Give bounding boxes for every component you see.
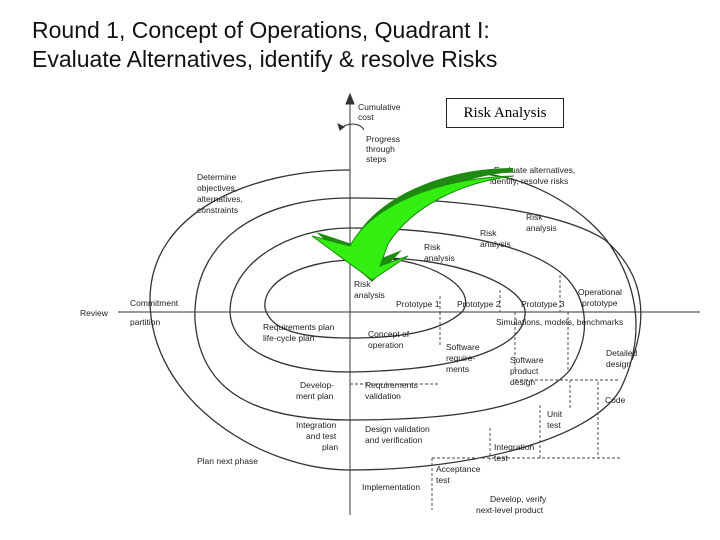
acceptance-test-label-1: Acceptance xyxy=(436,464,481,474)
progress-label-2: through xyxy=(366,144,395,154)
risk-analysis-3-label-2: analysis xyxy=(480,239,511,249)
cumulative-cost-label-1: Cumulative xyxy=(358,102,401,112)
software-product-design-label-3: design xyxy=(510,377,535,387)
concept-of-operation-label-1: Concept of xyxy=(368,329,410,339)
software-requirements-label-3: ments xyxy=(446,364,469,374)
prototype-3-label: Prototype 3 xyxy=(521,299,565,309)
risk-analysis-2-label-1: Risk xyxy=(424,242,441,252)
title-line-2: Evaluate Alternatives, identify & resolv… xyxy=(32,46,498,72)
detailed-design-label-2: design xyxy=(606,359,631,369)
title-line-1: Round 1, Concept of Operations, Quadrant… xyxy=(32,17,490,43)
software-product-design-label-2: product xyxy=(510,366,539,376)
requirements-validation-label-2: validation xyxy=(365,391,401,401)
partition-label: partition xyxy=(130,317,161,327)
unit-test-label-2: test xyxy=(547,420,561,430)
acceptance-test-label-2: test xyxy=(436,475,450,485)
step-dividers xyxy=(349,275,620,515)
integration-plan-label-2: and test xyxy=(306,431,337,441)
commitment-label: Commitment xyxy=(130,298,179,308)
prototype-1-label: Prototype 1 xyxy=(396,299,440,309)
evaluate-label-2: identify, resolve risks xyxy=(490,176,568,186)
requirements-plan-label-1: Requirements plan xyxy=(263,322,335,332)
development-plan-label-2: ment plan xyxy=(296,391,334,401)
develop-verify-label-2: next-level product xyxy=(476,505,544,515)
highlight-arrow xyxy=(311,168,515,282)
implementation-label: Implementation xyxy=(362,482,420,492)
operational-prototype-label-2: prototype xyxy=(582,298,618,308)
risk-analysis-2-label-2: analysis xyxy=(424,253,455,263)
risk-analysis-1-label-2: analysis xyxy=(354,290,385,300)
determine-label-1: Determine xyxy=(197,172,236,182)
software-requirements-label-1: Software xyxy=(446,342,480,352)
operational-prototype-label-1: Operational xyxy=(578,287,622,297)
integration-test-label-1: Integration xyxy=(494,442,534,452)
spiral-loop-2 xyxy=(229,227,561,373)
risk-analysis-1-label-1: Risk xyxy=(354,279,371,289)
simulations-label: Simulations, models, benchmarks xyxy=(496,317,623,327)
progress-label-3: steps xyxy=(366,154,386,164)
risk-analysis-4-label-2: analysis xyxy=(526,223,557,233)
risk-analysis-3-label-1: Risk xyxy=(480,228,497,238)
green-arrow-shadow xyxy=(316,168,513,282)
cumulative-cost-label-2: cost xyxy=(358,112,374,122)
risk-analysis-callout: Risk Analysis xyxy=(446,98,564,128)
unit-test-label-1: Unit xyxy=(547,409,563,419)
design-validation-label-2: and verification xyxy=(365,435,422,445)
software-requirements-label-2: require- xyxy=(446,353,475,363)
slide-title: Round 1, Concept of Operations, Quadrant… xyxy=(32,16,712,74)
progress-label-1: Progress xyxy=(366,134,400,144)
plan-next-phase-label: Plan next phase xyxy=(197,456,258,466)
develop-verify-label-1: Develop, verify xyxy=(490,494,547,504)
axis-arrowhead xyxy=(345,92,355,105)
spiral-loop-outer xyxy=(604,239,642,361)
integration-test-label-2: test xyxy=(494,453,508,463)
integration-plan-label-1: Integration xyxy=(296,420,336,430)
axes xyxy=(118,92,700,515)
requirements-plan-label-2: life-cycle plan xyxy=(263,333,315,343)
design-validation-label-1: Design validation xyxy=(365,424,430,434)
requirements-validation-label-1: Requirements xyxy=(365,380,418,390)
software-product-design-label-1: Software xyxy=(510,355,544,365)
development-plan-label-1: Develop- xyxy=(300,380,334,390)
risk-analysis-4-label-1: Risk xyxy=(526,212,543,222)
determine-label-3: alternatives, xyxy=(197,194,243,204)
green-arrow xyxy=(311,175,515,281)
prototype-2-label: Prototype 2 xyxy=(457,299,501,309)
determine-label-2: objectives, xyxy=(197,183,237,193)
detailed-design-label-1: Detailed xyxy=(606,348,637,358)
evaluate-label-1: Evaluate alternatives, xyxy=(494,165,575,175)
concept-of-operation-label-2: operation xyxy=(368,340,404,350)
progress-arrowhead xyxy=(337,123,345,131)
integration-plan-label-3: plan xyxy=(322,442,338,452)
code-label: Code xyxy=(605,395,626,405)
review-label: Review xyxy=(80,308,109,318)
determine-label-4: constraints xyxy=(197,205,238,215)
